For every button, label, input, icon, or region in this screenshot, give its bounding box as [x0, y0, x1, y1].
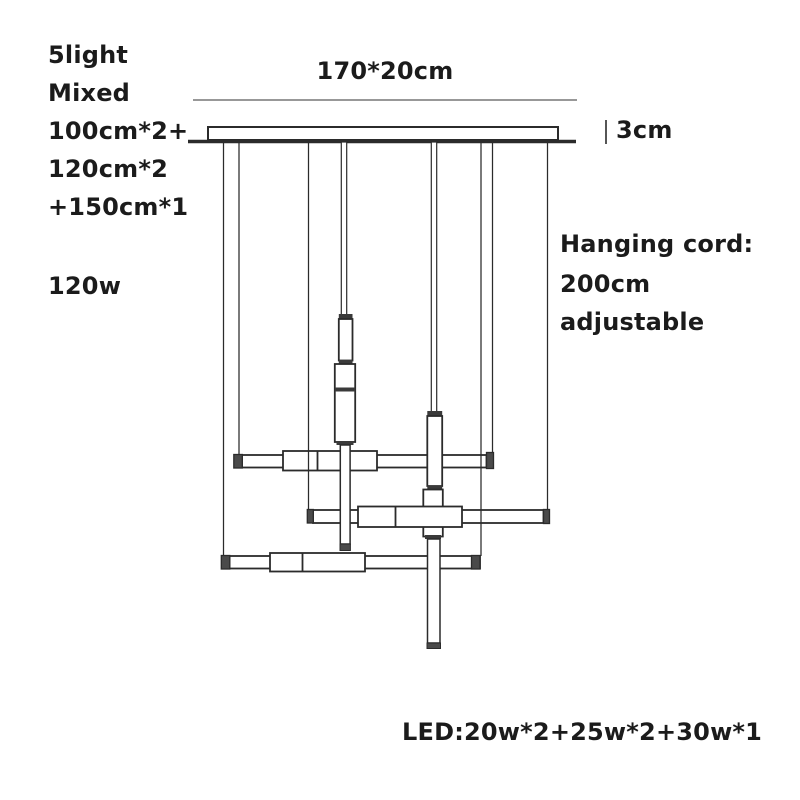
hanging-cord-adjustable: adjustable: [560, 308, 705, 336]
hanging-cord-title: Hanging cord:: [560, 230, 754, 258]
spec-light-count: 5light: [48, 41, 129, 69]
spec-tube-lengths-1: 100cm*2+: [48, 117, 189, 145]
horizontal-light-bar-3: [220, 552, 481, 573]
spec-tube-lengths-3: +150cm*1: [48, 193, 189, 221]
center-pendant-light-lower: [339, 444, 351, 551]
right-pendant-light-lower: [426, 538, 441, 649]
fixture-size-label: 170*20cm: [316, 57, 454, 85]
right-pendant-light-rod: [427, 141, 443, 416]
led-wattage-label: LED:20w*2+25w*2+30w*1: [402, 718, 763, 746]
ceiling-canopy: [188, 126, 576, 144]
center-pendant-light-upper: [333, 141, 357, 445]
spec-mixed: Mixed: [48, 79, 131, 107]
hanging-cord-length: 200cm: [560, 270, 651, 298]
horizontal-light-bar-1: [233, 450, 495, 472]
canopy-height-label: 3cm: [616, 116, 673, 144]
suspension-cords: [222, 143, 549, 556]
horizontal-light-bar-2: [306, 505, 551, 528]
spec-tube-lengths-2: 120cm*2: [48, 155, 168, 183]
total-wattage-label: 120w: [48, 272, 122, 300]
